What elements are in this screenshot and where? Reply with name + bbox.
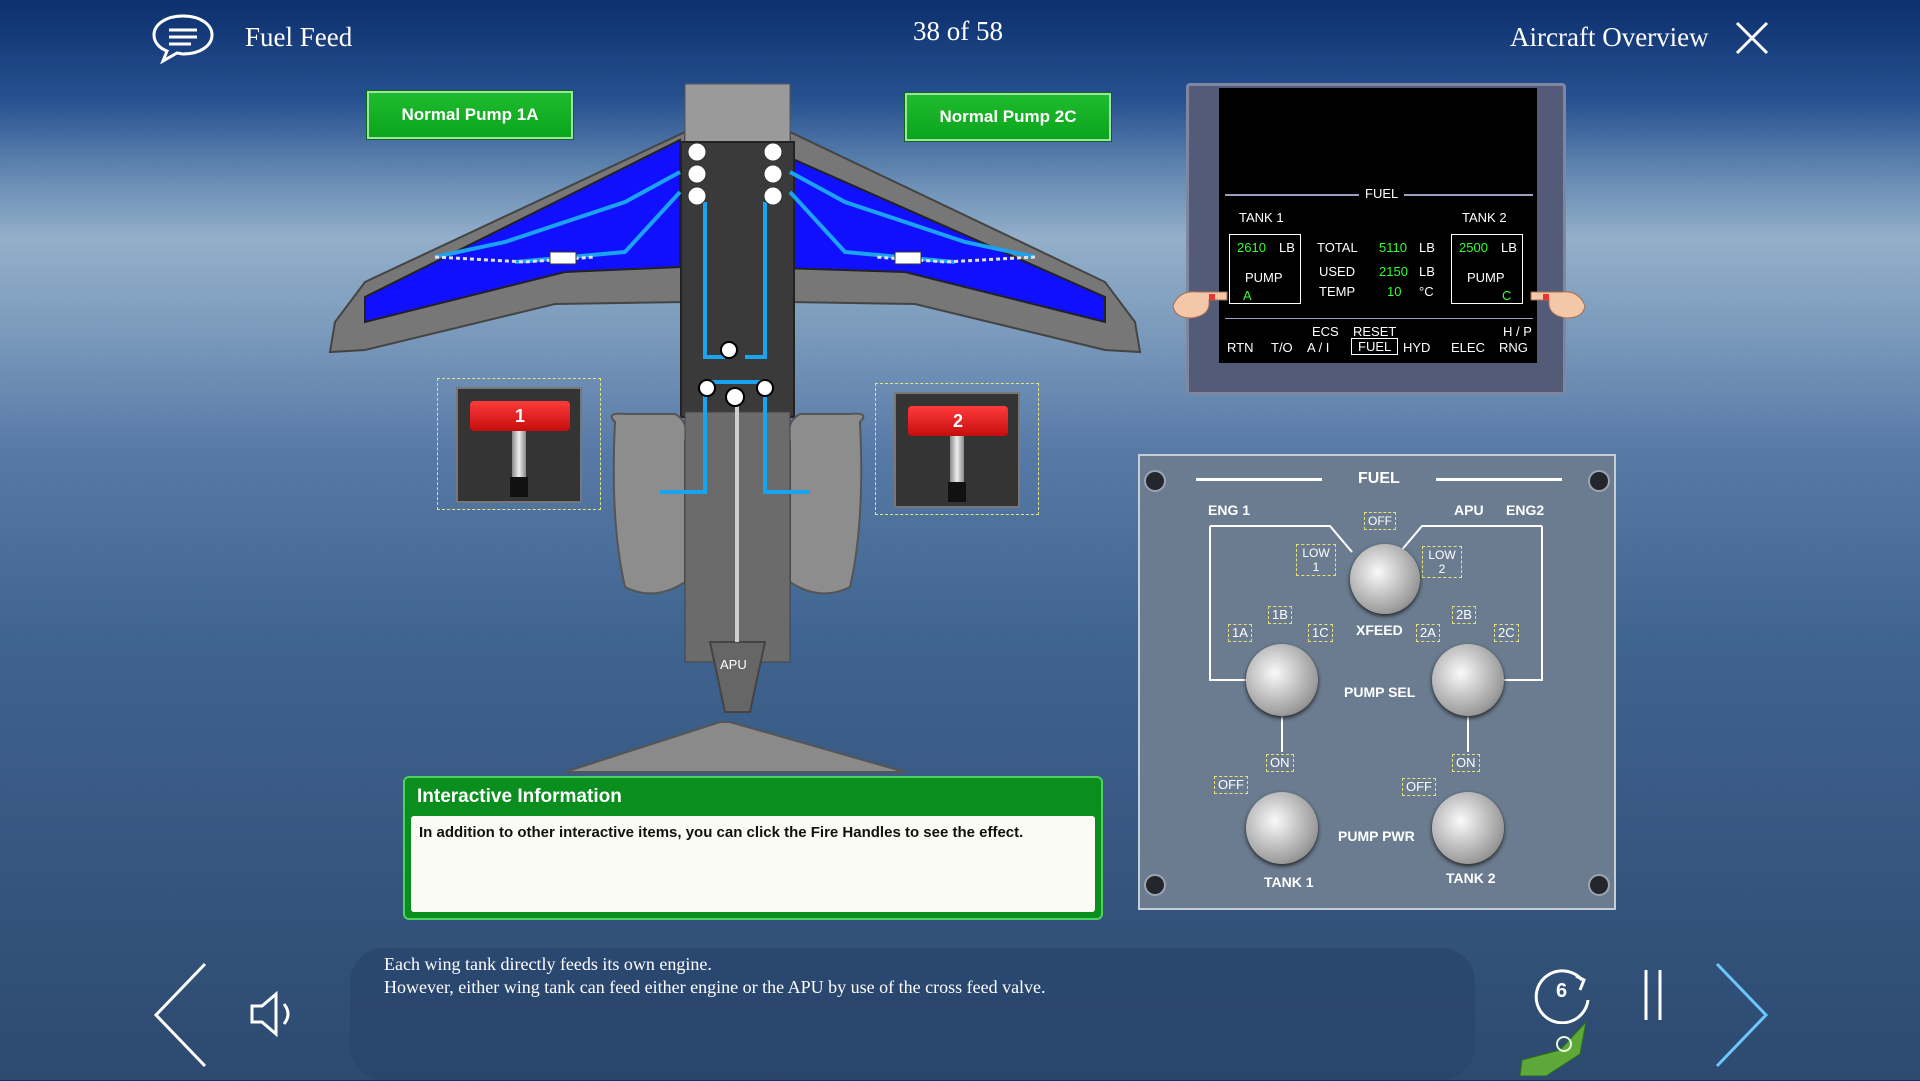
aircraft-fuel-schematic [325, 82, 1145, 782]
info-body-text: In addition to other interactive items, … [419, 824, 1024, 841]
aircraft-overview-link[interactable]: Aircraft Overview [1510, 22, 1709, 52]
replay-counter-icon[interactable]: 6 [1532, 964, 1596, 1025]
fire-handle-2[interactable]: 2 [875, 383, 1039, 515]
pause-button[interactable] [1640, 968, 1666, 1022]
apu-label: APU [720, 657, 747, 672]
eicas-btn-elec[interactable]: ELEC [1451, 340, 1485, 355]
touch-hint-icon [1519, 1020, 1590, 1077]
pump-sel-2-knob[interactable] [1432, 644, 1504, 716]
fire-handle-1[interactable]: 1 [437, 378, 601, 510]
narration-panel: Each wing tank directly feeds its own en… [350, 948, 1475, 1080]
eicas-btn-fuel[interactable]: FUEL [1351, 338, 1399, 355]
panel-title: FUEL [1358, 470, 1400, 487]
transcript-icon[interactable] [150, 12, 216, 65]
eicas-btn-reset-top[interactable]: RESET [1353, 324, 1397, 339]
xfeed-selector-knob[interactable] [1350, 544, 1420, 614]
tank2-pump-indicator: C [1502, 288, 1512, 303]
close-icon[interactable] [1734, 20, 1770, 56]
normal-pump-2c-label: Normal Pump 2C [905, 93, 1111, 141]
eicas-title: FUEL [1359, 186, 1405, 201]
pump-sel-1-knob[interactable] [1246, 644, 1318, 716]
fuel-temp-value: 10 [1387, 284, 1402, 299]
fuel-control-panel: FUEL ENG 1 APU ENG2 OFF LOW 1 LOW 2 XFEE… [1138, 454, 1616, 910]
used-fuel-value: 2150 [1379, 264, 1408, 279]
page-title: Fuel Feed [245, 22, 353, 52]
eicas-btn-hyd[interactable]: HYD [1403, 340, 1431, 355]
interactive-information-box: Interactive Information In addition to o… [403, 776, 1103, 920]
tank1-quantity: 2610 [1237, 240, 1266, 255]
eicas-btn-rtn[interactable]: RTN [1227, 340, 1254, 355]
page-counter: 38 of 58 [913, 16, 1003, 46]
next-button[interactable] [1712, 960, 1772, 1070]
pump-pwr-tank2-knob[interactable] [1432, 792, 1504, 864]
eicas-btn-ecs[interactable]: A / I [1307, 340, 1330, 355]
right-hand-pointer-icon [1529, 276, 1589, 322]
normal-pump-1a-label: Normal Pump 1A [367, 91, 573, 139]
eicas-btn-ecs-top[interactable]: ECS [1312, 324, 1339, 339]
eicas-btn-hp[interactable]: RNG [1499, 340, 1528, 355]
audio-speaker-icon[interactable] [246, 988, 302, 1040]
total-fuel-value: 5110 [1379, 240, 1407, 255]
narration-line-1: Each wing tank directly feeds its own en… [384, 954, 712, 974]
left-hand-pointer-icon [1169, 276, 1229, 322]
fire-handle-2-grip: 2 [908, 406, 1008, 436]
eicas-btn-to[interactable]: T/O [1271, 340, 1293, 355]
narration-line-2: However, either wing tank can feed eithe… [384, 977, 1046, 997]
replay-count: 6 [1556, 980, 1568, 1002]
tank1-pump-indicator: A [1243, 288, 1252, 303]
tank2-quantity: 2500 [1459, 240, 1488, 255]
pump-pwr-tank1-knob[interactable] [1246, 792, 1318, 864]
fire-handle-1-grip: 1 [470, 401, 570, 431]
eicas-btn-hp-top[interactable]: H / P [1503, 324, 1532, 339]
previous-button[interactable] [150, 960, 210, 1070]
info-heading: Interactive Information [417, 786, 622, 807]
eicas-fuel-display: FUEL TANK 1 TANK 2 2610 LB 2500 LB PUMP … [1172, 83, 1586, 395]
